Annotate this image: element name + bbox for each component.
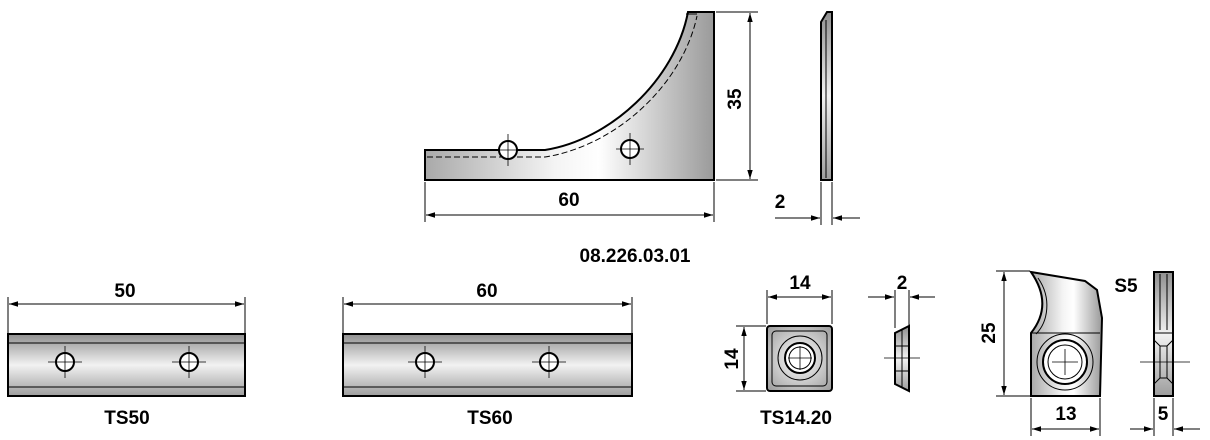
s5-insert: 25 13 S5 xyxy=(979,270,1138,436)
dimension-label: 35 xyxy=(725,88,746,110)
dimension-label: 60 xyxy=(476,281,497,302)
part-label: TS60 xyxy=(467,408,512,429)
ts1420-side-view: 2 xyxy=(868,273,935,393)
corner-knife-width-dimension: 60 xyxy=(424,182,715,222)
corner-knife-front-view xyxy=(424,11,715,181)
part-number: 08.226.03.01 xyxy=(580,246,691,267)
ts1420-insert: 14 14 TS14.20 xyxy=(722,273,833,429)
dimension-label: 60 xyxy=(558,190,579,211)
part-label: TS50 xyxy=(104,408,149,429)
dimension-label: 14 xyxy=(722,348,743,370)
dimension-label: 50 xyxy=(114,281,135,302)
dimension-label: 13 xyxy=(1055,404,1076,425)
ts60-knife: 60 TS60 xyxy=(342,281,633,429)
dimension-label: 14 xyxy=(789,273,811,294)
dimension-label: 5 xyxy=(1158,404,1169,425)
dimension-label: 2 xyxy=(775,192,786,213)
ts50-knife: 50 TS50 xyxy=(7,281,246,429)
dimension-label: 2 xyxy=(897,273,908,294)
dimension-label: 25 xyxy=(979,322,1000,344)
part-label: S5 xyxy=(1114,276,1138,297)
s5-side-view: 5 xyxy=(1130,271,1200,436)
corner-knife-side-view: 2 xyxy=(775,11,860,225)
part-label: TS14.20 xyxy=(760,408,832,429)
corner-knife-height-dimension: 35 xyxy=(716,11,758,181)
